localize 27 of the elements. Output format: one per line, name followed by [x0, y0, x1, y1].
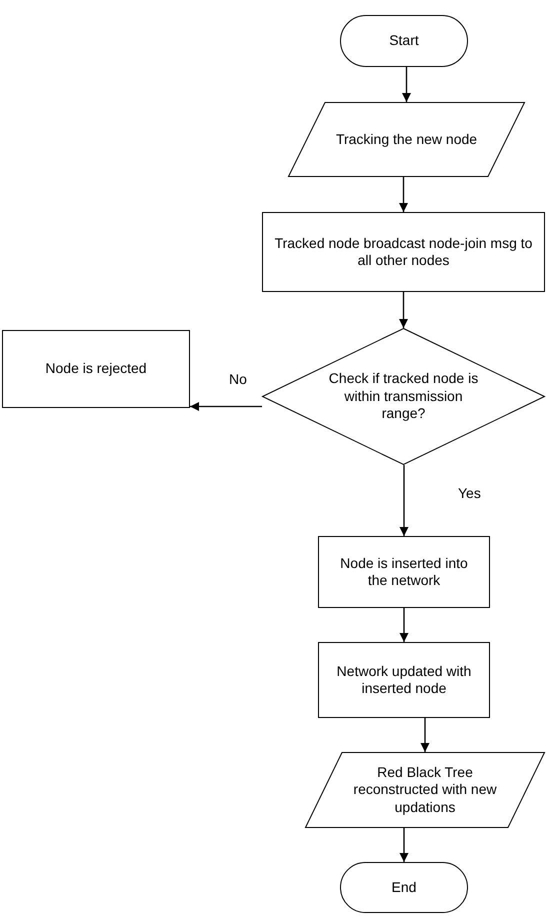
node-text: Network updated with inserted node	[336, 662, 472, 698]
node-text: Start	[388, 32, 420, 50]
process-box	[262, 212, 545, 292]
edge-label: Yes	[456, 485, 483, 501]
arrow	[420, 718, 430, 752]
arrow	[400, 608, 408, 642]
arrow	[190, 402, 262, 411]
node-text: Node is rejected	[44, 360, 148, 378]
terminal-box	[340, 862, 468, 913]
data-parallelogram	[288, 102, 525, 177]
node-text: Red Black Tree reconstructed with new updations	[352, 764, 498, 816]
arrow	[399, 177, 408, 212]
node-text: Node is inserted into the network	[339, 554, 469, 590]
arrow	[402, 67, 411, 102]
arrow	[400, 465, 408, 536]
node-text: Check if tracked node is within transmission range?	[328, 370, 480, 423]
process-box	[2, 330, 190, 408]
node-text: Tracked node broadcast node-join msg to all other nodes	[274, 234, 534, 270]
node-text: End	[390, 878, 418, 896]
process-box	[318, 536, 490, 608]
process-box	[318, 642, 490, 718]
decision-diamond	[262, 328, 545, 465]
arrow	[400, 828, 408, 862]
node-text: Tracking the new node	[334, 130, 478, 148]
data-parallelogram	[305, 752, 545, 828]
terminal-box	[340, 15, 468, 67]
arrow	[399, 292, 408, 328]
